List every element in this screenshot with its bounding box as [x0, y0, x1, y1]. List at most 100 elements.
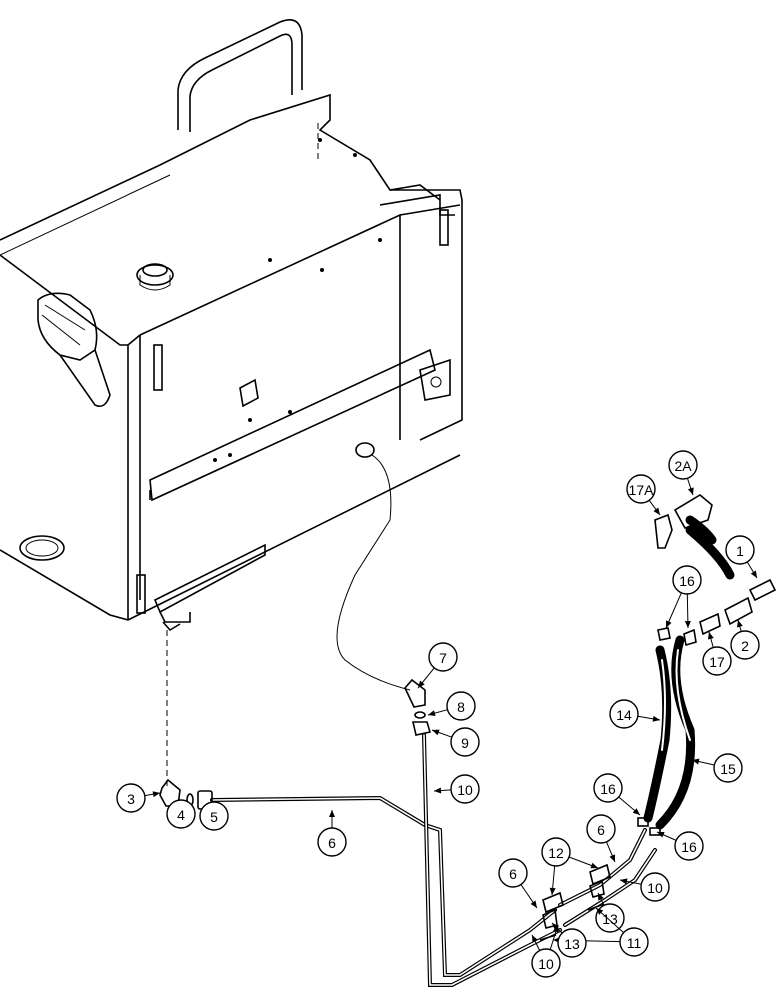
- callout-c10b: 10: [619, 872, 670, 902]
- callout-circle-c16b: [593, 773, 623, 803]
- coupler-2a: [673, 494, 713, 529]
- arrowhead-c3-1: [152, 791, 160, 798]
- tube-6-main: [210, 795, 557, 977]
- callout-c6c: 6: [498, 858, 538, 909]
- arrowhead-c13a-1: [598, 893, 604, 901]
- arrowhead-c12-1: [549, 887, 556, 895]
- callout-label-c10c: 10: [538, 956, 554, 972]
- callout-circle-c16a: [672, 565, 702, 595]
- callout-c2a: 2A: [668, 450, 698, 496]
- callout-circle-c6c: [498, 858, 528, 888]
- callout-c16a: 16: [665, 565, 702, 629]
- callout-label-c2: 2: [741, 638, 749, 654]
- callout-label-c1: 1: [736, 543, 744, 559]
- bolt-11-a: [539, 934, 557, 941]
- callout-circle-c5: [199, 801, 229, 831]
- callout-c6b: 6: [586, 814, 616, 863]
- callout-c15: 15: [691, 753, 743, 783]
- callout-label-c3: 3: [127, 791, 135, 807]
- arrowhead-c12-2: [590, 862, 598, 869]
- arrowhead-c16a-1: [666, 620, 672, 628]
- callout-circle-c11: [619, 927, 649, 957]
- arrowhead-c7-1: [418, 680, 425, 688]
- callout-label-c14: 14: [616, 707, 632, 723]
- callout-circle-c10c: [531, 948, 561, 978]
- arrowhead-c16c-1: [657, 832, 665, 838]
- hose-upper-a: [685, 525, 735, 580]
- callout-c1: 1: [725, 535, 758, 579]
- callout-c17a: 17A: [626, 474, 661, 516]
- callout-c10a: 10: [433, 774, 480, 804]
- callout-label-c15: 15: [720, 761, 736, 777]
- callout-c17: 17: [702, 631, 732, 676]
- callout-c8: 8: [427, 691, 476, 721]
- arrowhead-c13b-1: [552, 923, 560, 931]
- arrowhead-c1-1: [750, 570, 757, 578]
- callout-c13b: 13: [551, 922, 587, 958]
- sensing-line: [336, 454, 411, 691]
- clamp-13-b: [589, 879, 605, 898]
- hydraulic-tank: [0, 19, 463, 790]
- callout-label-c6c: 6: [509, 866, 517, 882]
- ferrule-16-c: [637, 817, 649, 827]
- arrowhead-c10c-1: [532, 935, 538, 943]
- callout-label-c6b: 6: [597, 822, 605, 838]
- callout-c12: 12: [541, 837, 599, 896]
- hose-upper-b: [685, 515, 717, 545]
- callout-label-c11: 11: [627, 935, 642, 951]
- callout-c16c: 16: [656, 831, 704, 861]
- callout-c5: 5: [199, 801, 229, 831]
- callout-circle-c9: [450, 727, 480, 757]
- elbow-17a: [654, 513, 673, 549]
- callout-c6a: 6: [317, 810, 347, 857]
- arrowhead-c6c-1: [530, 900, 537, 908]
- callout-label-c5: 5: [210, 809, 218, 825]
- callout-circle-c4: [166, 799, 196, 829]
- callout-c3: 3: [116, 783, 161, 813]
- callout-circle-c13a: [595, 903, 625, 933]
- callout-circle-c12: [541, 837, 571, 867]
- ferrule-16-d: [649, 827, 661, 836]
- callout-circle-c17a: [626, 474, 656, 504]
- callout-c14: 14: [609, 699, 661, 729]
- arrowhead-c10c-2: [553, 925, 559, 933]
- coupler-2: [724, 596, 753, 626]
- arrowhead-c9-1: [432, 729, 440, 736]
- adapter-17: [699, 612, 721, 636]
- nut-9: [411, 721, 432, 736]
- arrowhead-c15-1: [692, 758, 700, 765]
- callout-label-c10a: 10: [457, 782, 473, 798]
- callout-c10c: 10: [531, 924, 561, 978]
- callout-circle-c10b: [640, 872, 670, 902]
- callout-label-c4: 4: [177, 807, 185, 823]
- callout-label-c9: 9: [461, 735, 469, 751]
- callout-circle-c1: [725, 535, 755, 565]
- callout-label-c16b: 16: [600, 781, 616, 797]
- arrowhead-c17a-1: [653, 507, 660, 515]
- callout-label-c12: 12: [548, 845, 564, 861]
- callout-c7: 7: [417, 642, 458, 689]
- bolt-11-b: [587, 903, 605, 911]
- callout-circle-c16c: [674, 831, 704, 861]
- arrowhead-c2-1: [736, 620, 743, 628]
- callout-c9: 9: [431, 727, 480, 757]
- callout-circle-c8: [446, 691, 476, 721]
- arrowhead-c17-1: [707, 632, 714, 640]
- callout-c13a: 13: [595, 892, 625, 933]
- callout-circle-c7: [428, 642, 458, 672]
- arrowhead-c8-1: [428, 710, 436, 717]
- clamp-13-a: [542, 908, 558, 929]
- callout-label-c13b: 13: [564, 936, 580, 952]
- callout-circle-c6b: [586, 814, 616, 844]
- callout-circle-c10a: [450, 774, 480, 804]
- callout-circle-c17: [702, 646, 732, 676]
- arrowhead-c16b-1: [632, 808, 640, 815]
- clamp-12-b: [589, 863, 611, 886]
- arrowhead-c10a-1: [434, 787, 442, 794]
- ring-8: [414, 711, 426, 719]
- callout-label-c6a: 6: [328, 835, 336, 851]
- callout-label-c8: 8: [457, 699, 465, 715]
